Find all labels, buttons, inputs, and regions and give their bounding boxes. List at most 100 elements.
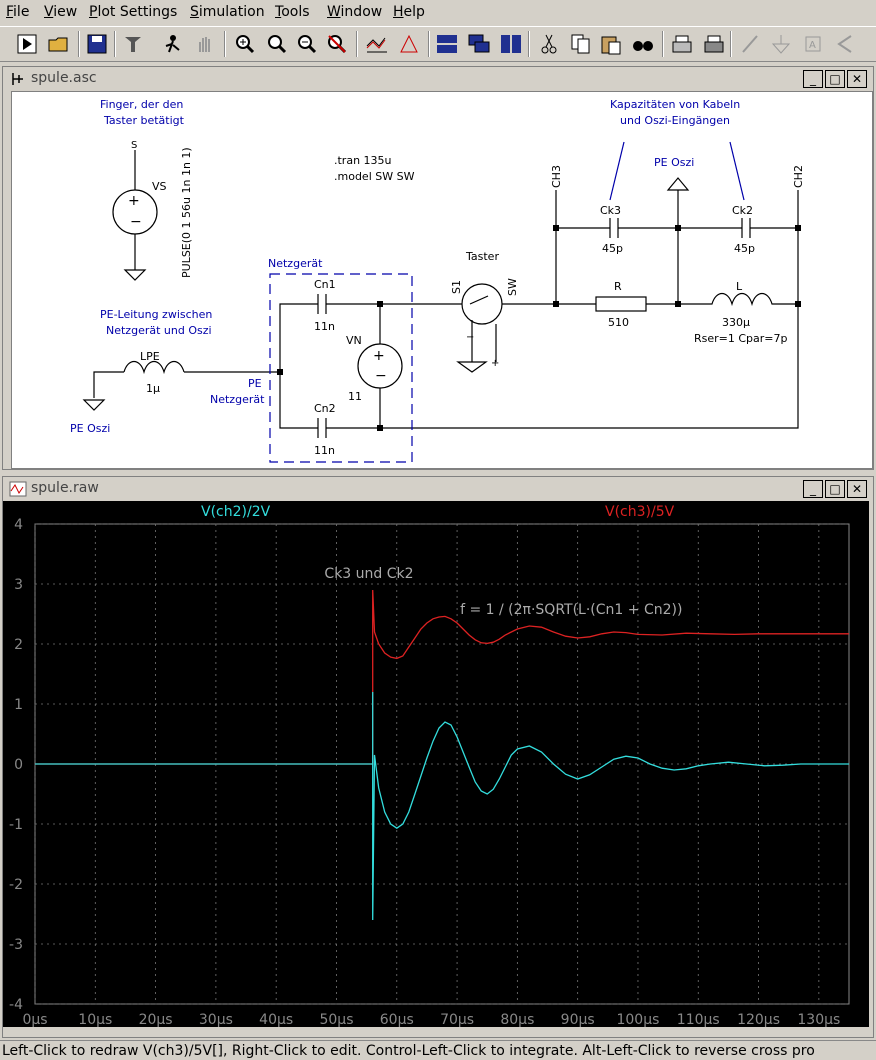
cascade-button[interactable] <box>466 31 492 57</box>
tile-horizontal-button[interactable] <box>434 31 460 57</box>
menu-plot-settings[interactable]: Plot Settings <box>89 4 178 20</box>
y-tick-label: -3 <box>9 937 23 953</box>
label-cn2-value: 11n <box>314 444 335 457</box>
schematic-window-titlebar[interactable]: spule.asc _ □ ✕ <box>3 67 873 91</box>
legend-ch3: V(ch3)/5V <box>605 504 675 520</box>
label-vn: VN <box>346 334 362 347</box>
menu-simulation[interactable]: Simulation <box>190 4 265 20</box>
maximize-button[interactable]: □ <box>825 70 845 88</box>
x-tick-label: 40µs <box>259 1012 293 1027</box>
tile-horizontal-icon <box>437 35 457 53</box>
menu-window[interactable]: Window <box>327 4 383 20</box>
directive-model: .model SW SW <box>334 170 415 183</box>
open-button[interactable] <box>46 31 72 57</box>
zoom-area-button[interactable] <box>264 31 290 57</box>
label-cn2: Cn2 <box>314 402 336 415</box>
x-tick-label: 100µs <box>616 1012 659 1027</box>
autorange-icon <box>366 37 387 53</box>
ground-icon <box>771 35 791 54</box>
schematic-canvas[interactable]: + − + − S + − Finger, der den Taster bet… <box>11 91 873 469</box>
run-button[interactable] <box>14 31 40 57</box>
svg-text:−: − <box>466 332 474 343</box>
x-tick-label: 30µs <box>199 1012 233 1027</box>
halt-icon <box>165 35 180 53</box>
autorange-button[interactable] <box>364 31 390 57</box>
toolbar-separator <box>356 31 358 57</box>
label-ck2: Ck2 <box>732 204 753 217</box>
plot-annotation-formula: f = 1 / (2π·SQRT(L·(Cn1 + Cn2)) <box>460 602 682 618</box>
draw-wire-button[interactable] <box>738 31 764 57</box>
menu-file[interactable]: File <box>6 4 30 20</box>
save-icon <box>87 34 107 54</box>
cut-button[interactable] <box>536 31 562 57</box>
find-button[interactable] <box>630 31 656 57</box>
save-button[interactable] <box>84 31 110 57</box>
series-line-ch2 <box>35 692 849 921</box>
minimize-button[interactable]: _ <box>803 70 823 88</box>
mark-icon <box>400 34 418 53</box>
close-button[interactable]: ✕ <box>847 70 867 88</box>
comment-netzgeraet: Netzgerät <box>268 257 323 270</box>
comment-pe-line2: Netzgerät und Oszi <box>106 324 212 337</box>
zoom-in-button[interactable] <box>232 31 258 57</box>
toolbar-separator <box>662 31 664 57</box>
zoom-out-icon <box>298 35 317 54</box>
plot-maximize-button[interactable]: □ <box>825 480 845 498</box>
menu-view[interactable]: View <box>44 4 78 20</box>
y-tick-label: 3 <box>14 577 23 593</box>
x-tick-label: 20µs <box>139 1012 173 1027</box>
label-button[interactable]: A <box>800 31 826 57</box>
label-s1: S1 <box>450 280 463 294</box>
zoom-out-button[interactable] <box>294 31 320 57</box>
x-tick-label: 70µs <box>440 1012 474 1027</box>
directive-tran: .tran 135u <box>334 154 392 167</box>
mark-button[interactable] <box>396 31 422 57</box>
x-tick-label: 50µs <box>319 1012 353 1027</box>
tile-vertical-button[interactable] <box>498 31 524 57</box>
plot-window-titlebar[interactable]: spule.raw _ □ ✕ <box>3 477 873 501</box>
print-setup-icon <box>704 35 724 53</box>
zoom-fit-button[interactable] <box>324 31 350 57</box>
control-panel-icon <box>125 37 141 52</box>
tile-vertical-icon <box>501 35 521 53</box>
zoom-fit-icon <box>328 35 347 54</box>
draw-wire-icon <box>742 35 758 53</box>
y-tick-label: -2 <box>9 877 23 893</box>
cut-icon <box>541 34 557 54</box>
component-button[interactable] <box>832 31 858 57</box>
x-tick-label: 120µs <box>737 1012 780 1027</box>
label-r-value: 510 <box>608 316 629 329</box>
menu-tools[interactable]: Tools <box>275 4 310 20</box>
schematic-drawing: + − + − S + − Finger, der den Taster bet… <box>70 98 805 463</box>
label-lpe-value: 1µ <box>146 382 160 395</box>
copy-button[interactable] <box>568 31 594 57</box>
comment-finger-line2: Taster betätigt <box>103 114 185 127</box>
label-ch2: CH2 <box>792 165 805 188</box>
ground-button[interactable] <box>768 31 794 57</box>
menu-help[interactable]: Help <box>393 4 425 20</box>
plot-close-button[interactable]: ✕ <box>847 480 867 498</box>
x-tick-label: 0µs <box>22 1012 47 1027</box>
print-button[interactable] <box>668 31 694 57</box>
toolbar-separator <box>78 31 80 57</box>
toolbar-separator <box>224 31 226 57</box>
label-l: L <box>736 280 743 293</box>
paste-button[interactable] <box>598 31 624 57</box>
control-panel-button[interactable] <box>120 31 146 57</box>
toolbar-separator <box>428 31 430 57</box>
label-ck3: Ck3 <box>600 204 621 217</box>
svg-text:S: S <box>131 140 137 151</box>
y-tick-label: 2 <box>14 637 23 653</box>
plot-window-title: spule.raw <box>31 480 99 496</box>
label-pe: PE <box>248 377 262 390</box>
plot-minimize-button[interactable]: _ <box>803 480 823 498</box>
svg-text:−: − <box>130 214 142 230</box>
pan-button[interactable] <box>192 31 218 57</box>
halt-button[interactable] <box>160 31 186 57</box>
x-tick-label: 90µs <box>561 1012 595 1027</box>
plot-annotation-ck: Ck3 und Ck2 <box>324 566 413 582</box>
print-setup-button[interactable] <box>700 31 726 57</box>
schematic-doc-icon <box>12 73 23 85</box>
legend-ch2: V(ch2)/2V <box>201 504 271 520</box>
